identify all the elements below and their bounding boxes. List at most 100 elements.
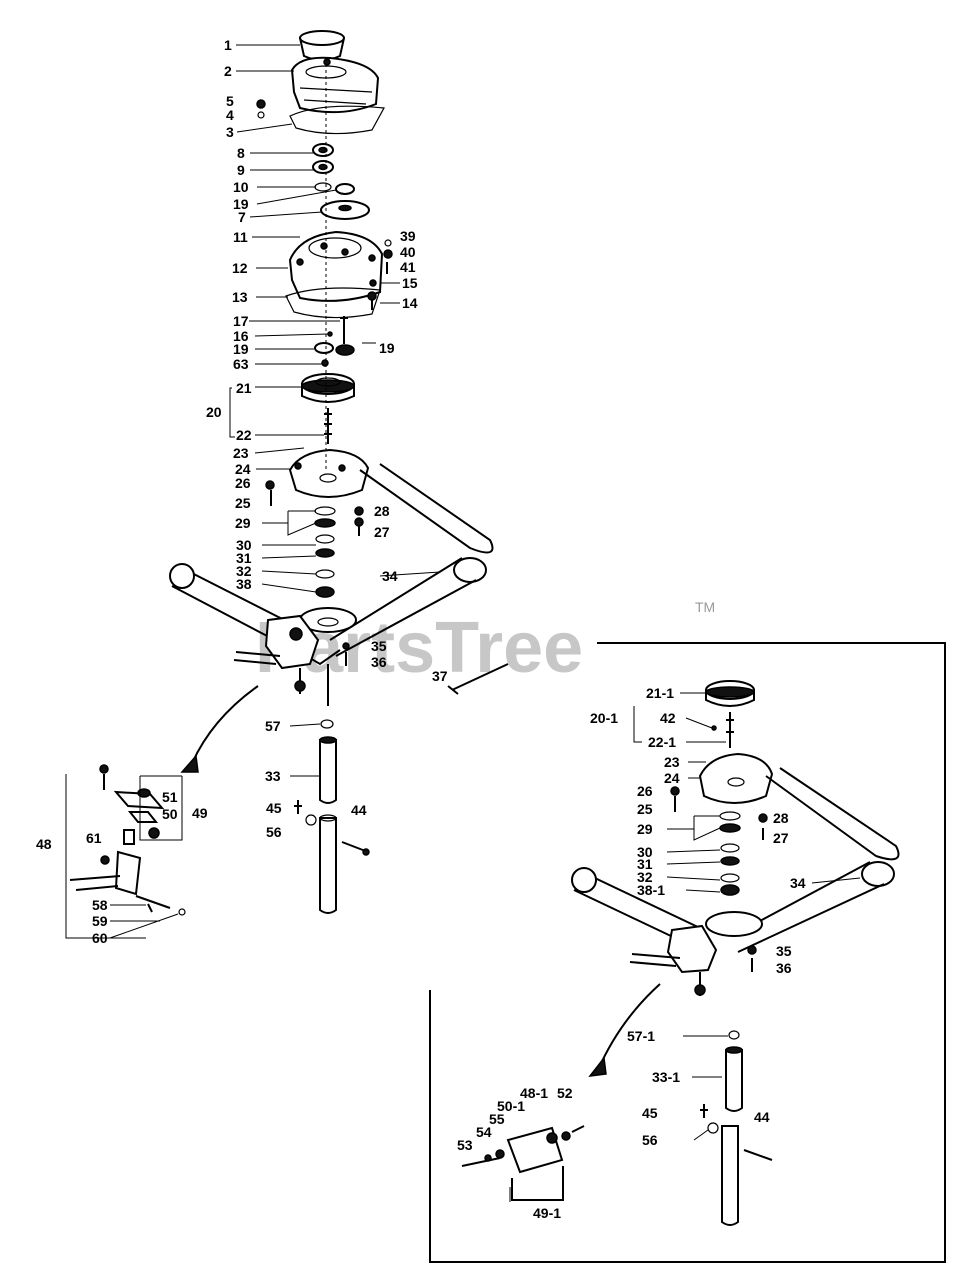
label-56: 56 — [266, 824, 282, 840]
alt-view-labels: 21-1 20-1 42 22-1 23 24 26 25 28 29 27 3… — [457, 685, 806, 1221]
watermark-trademark: TM — [695, 599, 715, 615]
label-29: 29 — [235, 515, 251, 531]
part-gasket — [289, 105, 385, 135]
part-tube-fasteners — [294, 800, 370, 856]
label-28-alt: 28 — [773, 810, 789, 826]
lever-detail-labels: 51 50 49 48 61 58 59 60 — [36, 789, 208, 946]
alt-part-frame-hub — [698, 752, 774, 804]
leader-lines — [65, 44, 861, 1202]
label-19a: 19 — [233, 196, 249, 212]
label-51: 51 — [162, 789, 178, 805]
label-35-alt: 35 — [776, 943, 792, 959]
label-50: 50 — [162, 806, 178, 822]
label-28: 28 — [374, 503, 390, 519]
label-60: 60 — [92, 930, 108, 946]
label-8: 8 — [237, 145, 245, 161]
part-throttle-assembly — [233, 614, 329, 706]
label-36-alt: 36 — [776, 960, 792, 976]
part-shaft-tube — [319, 736, 337, 804]
part-lower-tube — [319, 814, 337, 914]
label-17: 17 — [233, 313, 249, 329]
label-55: 55 — [489, 1111, 505, 1127]
alt-part-spindle — [726, 712, 734, 748]
label-20-1: 20-1 — [590, 710, 618, 726]
label-24-alt: 24 — [664, 770, 680, 786]
label-27-alt: 27 — [773, 830, 789, 846]
label-45-alt: 45 — [642, 1105, 658, 1121]
label-25-alt: 25 — [637, 801, 653, 817]
part-gear — [320, 183, 370, 220]
label-26-alt: 26 — [637, 783, 653, 799]
part-fasteners-right — [367, 239, 393, 310]
label-42: 42 — [660, 710, 676, 726]
label-53: 53 — [457, 1137, 473, 1153]
part-screw-small — [256, 99, 266, 119]
label-30-alt: 30 — [637, 844, 653, 860]
label-23-alt: 23 — [664, 754, 680, 770]
main-view-parts — [169, 30, 509, 914]
part-washer — [314, 182, 332, 192]
label-57: 57 — [265, 718, 281, 734]
alt-part-pulley — [705, 680, 755, 707]
part-bearing-upper — [312, 143, 334, 174]
part-screws-mid — [265, 480, 364, 536]
part-pulley — [301, 373, 355, 403]
part-shaft-upper — [314, 316, 355, 367]
label-33: 33 — [265, 768, 281, 784]
label-1: 1 — [224, 37, 232, 53]
label-38-1: 38-1 — [637, 882, 665, 898]
part-o-ring — [320, 719, 334, 729]
label-4: 4 — [226, 107, 234, 123]
label-5: 5 — [226, 93, 234, 109]
label-50-1: 50-1 — [497, 1098, 525, 1114]
label-44: 44 — [351, 802, 367, 818]
label-22: 22 — [236, 427, 252, 443]
detail-arrow — [189, 685, 259, 769]
label-10: 10 — [233, 179, 249, 195]
label-11: 11 — [233, 229, 248, 245]
label-38: 38 — [236, 576, 252, 592]
label-48-1: 48-1 — [520, 1085, 548, 1101]
label-26: 26 — [235, 475, 251, 491]
detail-arrow-head — [180, 754, 199, 773]
label-48: 48 — [36, 836, 52, 852]
label-31-alt: 31 — [637, 856, 653, 872]
label-32-alt: 32 — [637, 869, 653, 885]
part-middle-housing — [288, 230, 384, 302]
label-44-alt: 44 — [754, 1109, 770, 1125]
label-14: 14 — [402, 295, 418, 311]
label-19b: 19 — [379, 340, 395, 356]
part-screws-lower — [342, 642, 350, 666]
part-spindle — [324, 408, 332, 444]
label-54: 54 — [476, 1124, 492, 1140]
main-view-labels: 1 2 5 4 3 8 9 10 19 7 11 39 40 12 41 15 … — [206, 37, 448, 840]
label-59: 59 — [92, 913, 108, 929]
part-gasket-2 — [285, 287, 381, 319]
label-37: 37 — [432, 668, 448, 684]
label-33-1: 33-1 — [652, 1069, 680, 1085]
part-rod — [447, 663, 509, 695]
part-frame-hub — [288, 448, 370, 498]
alt-view-parts — [461, 680, 900, 1226]
label-52: 52 — [557, 1085, 573, 1101]
part-cap — [299, 30, 345, 61]
label-61: 61 — [86, 830, 102, 846]
label-30: 30 — [236, 537, 252, 553]
part-upper-housing — [290, 56, 380, 114]
label-49-1: 49-1 — [533, 1205, 561, 1221]
label-34: 34 — [382, 568, 398, 584]
label-45: 45 — [266, 800, 282, 816]
label-9: 9 — [237, 162, 245, 178]
label-2: 2 — [224, 63, 232, 79]
label-32: 32 — [236, 563, 252, 579]
label-29-alt: 29 — [637, 821, 653, 837]
label-13: 13 — [232, 289, 248, 305]
label-25: 25 — [235, 495, 251, 511]
label-21-1: 21-1 — [646, 685, 674, 701]
label-58: 58 — [92, 897, 108, 913]
label-27: 27 — [374, 524, 390, 540]
label-39: 39 — [400, 228, 416, 244]
lever-detail-parts — [69, 685, 259, 916]
label-24: 24 — [235, 461, 251, 477]
